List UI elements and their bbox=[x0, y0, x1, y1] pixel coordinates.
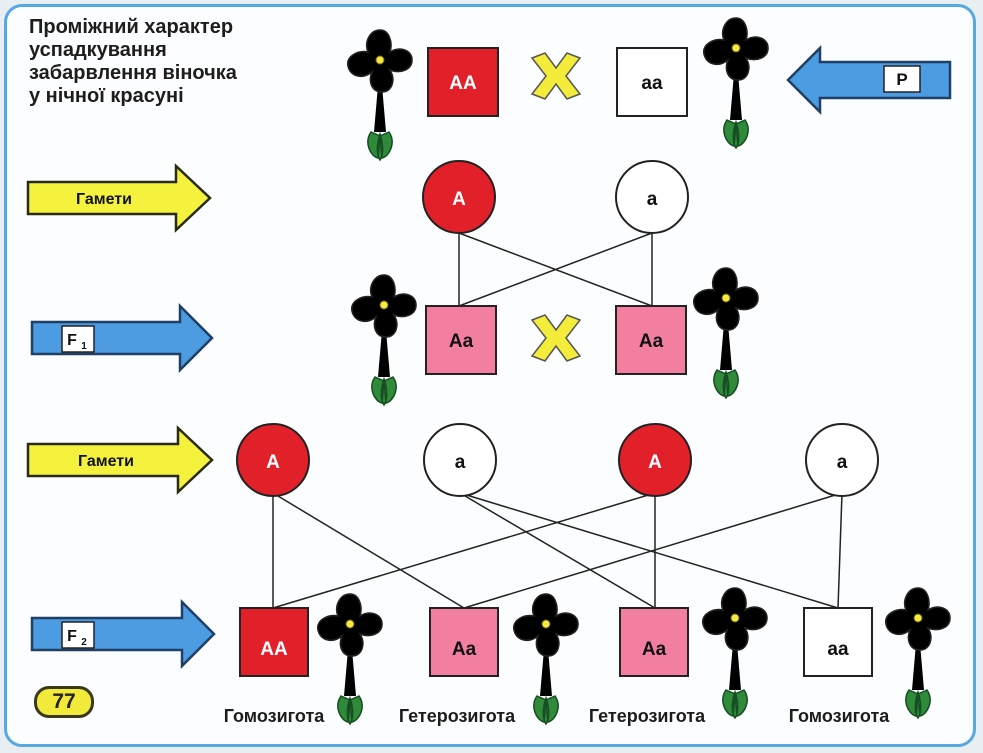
title-line-2: успадкування bbox=[29, 39, 167, 61]
genotype-f2-3: aa bbox=[827, 639, 849, 660]
label-f1: F bbox=[67, 332, 77, 349]
title-line-1: Проміжний характер bbox=[29, 16, 234, 38]
genotype-box-f1-right bbox=[615, 305, 687, 375]
page-number-badge: 77 bbox=[34, 686, 94, 718]
f2-red-flower bbox=[316, 593, 383, 725]
genotype-box-f2-2 bbox=[619, 607, 689, 677]
caption-homozygote-1: Гомозигота bbox=[223, 706, 325, 726]
label-f2: F bbox=[67, 628, 77, 645]
arrow-gametes-1: Гамети bbox=[26, 163, 212, 233]
parent-white-flower bbox=[702, 17, 769, 149]
label-gametes-1: Гамети bbox=[76, 191, 132, 208]
f2-pink-flower-1 bbox=[512, 593, 579, 725]
genotype-f2-0: AA bbox=[260, 639, 288, 660]
f2-white-flower bbox=[884, 587, 951, 719]
genotype-f1-right: Aa bbox=[639, 331, 664, 352]
arrow-parents-p: P bbox=[786, 44, 952, 116]
f1-pink-flower-left bbox=[350, 274, 417, 406]
label-f2-sub: 2 bbox=[81, 637, 87, 648]
caption-heterozygote-2: Гетерозигота bbox=[588, 706, 706, 726]
caption-homozygote-2: Гомозигота bbox=[788, 706, 890, 726]
genotype-parent-left: AA bbox=[449, 73, 477, 94]
genotype-box-f2-0 bbox=[239, 607, 309, 677]
genotype-box-parent-aa-recessive bbox=[616, 47, 688, 117]
arrow-f2: F 2 bbox=[30, 598, 216, 670]
f2-gamete-lines bbox=[272, 492, 843, 609]
gamete-circle-recessive bbox=[805, 423, 879, 497]
gamete-circle-dominant bbox=[618, 423, 692, 497]
arrow-f1: F 1 bbox=[30, 302, 214, 374]
gamete-circle-recessive bbox=[423, 423, 497, 497]
cross-symbol-f1 bbox=[530, 314, 582, 362]
arrow-gametes-2: Гамети bbox=[26, 425, 214, 495]
title-line-4: у нічної красуні bbox=[29, 85, 184, 107]
genotype-box-f2-1 bbox=[429, 607, 499, 677]
cross-symbol-parents bbox=[530, 52, 582, 100]
gamete-f1-1: a bbox=[647, 189, 658, 210]
f1-pink-flower-right bbox=[692, 267, 759, 399]
genotype-f1-left: Aa bbox=[449, 331, 474, 352]
genotype-box-parent-aa-dominant bbox=[427, 47, 499, 117]
genotype-f2-2: Aa bbox=[642, 639, 667, 660]
gamete-f2-2: A bbox=[648, 452, 662, 473]
gamete-circle-recessive bbox=[615, 160, 689, 234]
caption-heterozygote-1: Гетерозигота bbox=[398, 706, 516, 726]
label-gametes-2: Гамети bbox=[78, 453, 134, 470]
label-f1-sub: 1 bbox=[81, 341, 87, 352]
f2-pink-flower-2 bbox=[701, 587, 768, 719]
gamete-circle-dominant bbox=[236, 423, 310, 497]
genotype-parent-right: aa bbox=[641, 73, 663, 94]
figure-title: Проміжний характер успадкування забарвле… bbox=[29, 16, 329, 108]
gamete-f2-1: a bbox=[455, 452, 466, 473]
gamete-f2-0: A bbox=[266, 452, 280, 473]
parent-red-flower bbox=[346, 29, 413, 161]
title-line-3: забарвлення віночка bbox=[29, 62, 237, 84]
genotype-box-f1-left bbox=[425, 305, 497, 375]
gamete-f1-0: A bbox=[452, 189, 466, 210]
label-p: P bbox=[896, 70, 907, 89]
f1-gamete-lines bbox=[458, 232, 653, 307]
genotype-f2-1: Aa bbox=[452, 639, 477, 660]
gamete-circle-dominant bbox=[422, 160, 496, 234]
genotype-box-f2-3 bbox=[803, 607, 873, 677]
gamete-f2-3: a bbox=[837, 452, 848, 473]
